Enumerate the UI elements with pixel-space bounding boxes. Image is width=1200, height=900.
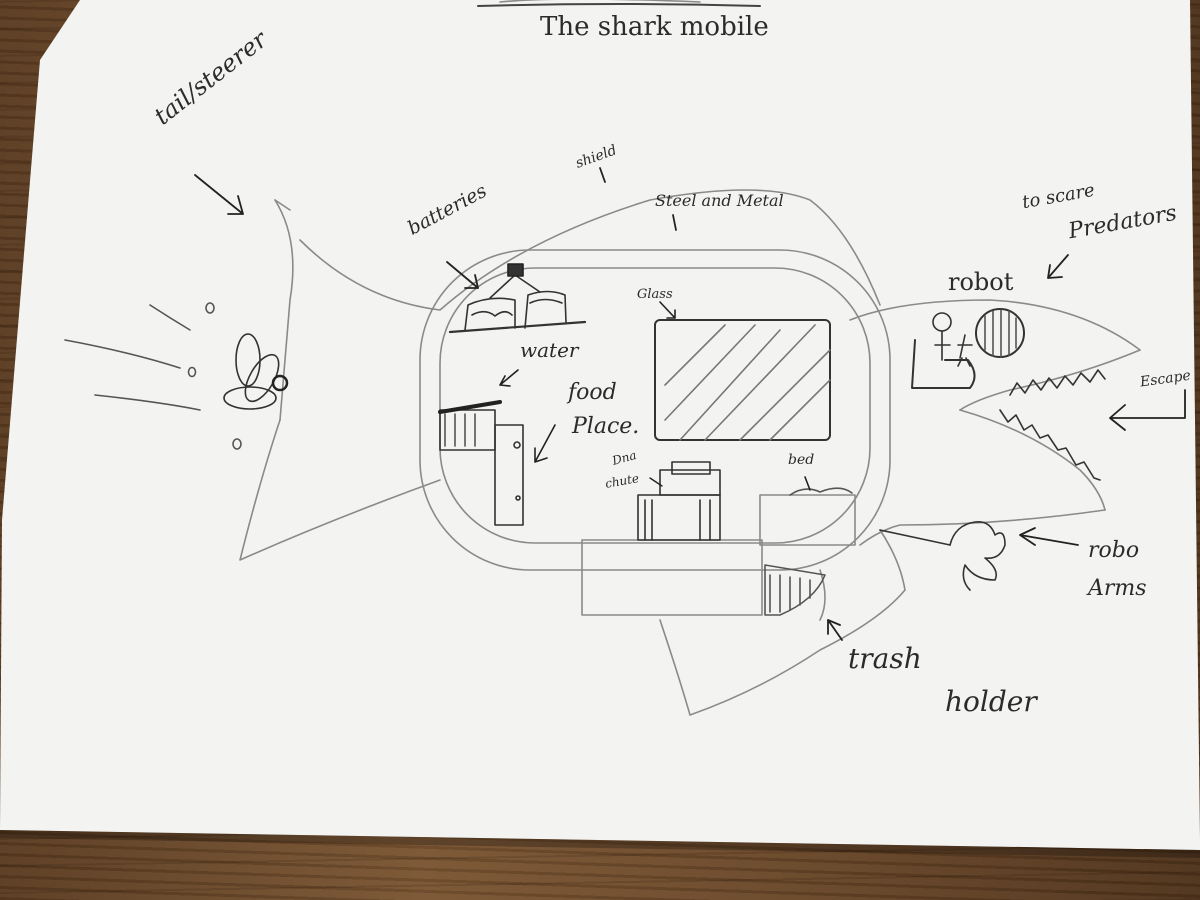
battery-1 bbox=[464, 297, 516, 331]
arrow-food-place bbox=[534, 424, 556, 463]
title-underline bbox=[477, 3, 761, 7]
title-scribble bbox=[499, 0, 701, 3]
shark-lower-jaw bbox=[959, 409, 1106, 511]
tail-upper bbox=[274, 199, 294, 421]
upper-teeth bbox=[1009, 369, 1106, 396]
tail-back bbox=[274, 199, 291, 211]
bed-label: bed bbox=[788, 452, 815, 468]
battery-2 bbox=[524, 290, 567, 329]
arrow-escape bbox=[1109, 389, 1186, 431]
title-label: The shark mobile bbox=[540, 12, 769, 42]
paper-sheet bbox=[0, 0, 1200, 850]
battery-shelf bbox=[448, 320, 587, 334]
arrow-bed bbox=[804, 476, 811, 491]
shark-head-top bbox=[849, 299, 1141, 351]
tail-lower bbox=[239, 419, 441, 561]
arrow-water bbox=[499, 369, 519, 387]
arrow-batteries bbox=[446, 261, 479, 289]
water-tank-top bbox=[438, 400, 502, 414]
robot-body bbox=[911, 339, 976, 389]
bed-blanket bbox=[789, 487, 853, 496]
lower-teeth bbox=[999, 409, 1101, 481]
arrow-robo-arms bbox=[1019, 527, 1079, 546]
dna-chute-top bbox=[659, 469, 721, 496]
cabin-outer bbox=[419, 249, 891, 571]
robo-arm-line bbox=[879, 529, 951, 546]
water-label: water bbox=[520, 338, 579, 362]
arrow-trash-holder bbox=[827, 619, 843, 641]
food-door bbox=[494, 424, 524, 526]
propeller-blade-3 bbox=[223, 386, 277, 410]
holder-label: holder bbox=[945, 685, 1037, 718]
shark-snout bbox=[959, 349, 1141, 411]
glass-label: Glass bbox=[637, 287, 673, 302]
bed bbox=[759, 494, 856, 546]
shark-eye bbox=[975, 308, 1025, 358]
arrow-predators bbox=[1047, 254, 1069, 279]
arrow-dna-chute bbox=[649, 477, 663, 487]
arrow-steel-metal bbox=[672, 214, 677, 231]
propeller-hub bbox=[271, 374, 289, 392]
dna-chute-box bbox=[671, 461, 711, 475]
arms-label: Arms bbox=[1088, 576, 1147, 601]
steel-metal-label: Steel and Metal bbox=[655, 191, 784, 210]
bottom-fin bbox=[659, 529, 906, 716]
paper-shadow bbox=[0, 830, 1200, 858]
shark-body-top bbox=[299, 189, 881, 311]
trash-label: trash bbox=[848, 642, 922, 675]
arrow-tail-steerer bbox=[194, 174, 244, 215]
robo-label: robo bbox=[1088, 538, 1140, 563]
shark-belly bbox=[859, 509, 1106, 546]
food-label: food bbox=[568, 380, 617, 405]
cabin-inner bbox=[439, 267, 871, 544]
place-label: Place. bbox=[572, 414, 640, 439]
trash-holder-shade bbox=[764, 564, 826, 616]
robo-arm-claw bbox=[949, 520, 1006, 591]
arrow-glass bbox=[659, 301, 676, 319]
arrow-shield bbox=[599, 167, 606, 183]
robot-figure bbox=[957, 334, 973, 367]
robot-label: robot bbox=[948, 268, 1014, 296]
